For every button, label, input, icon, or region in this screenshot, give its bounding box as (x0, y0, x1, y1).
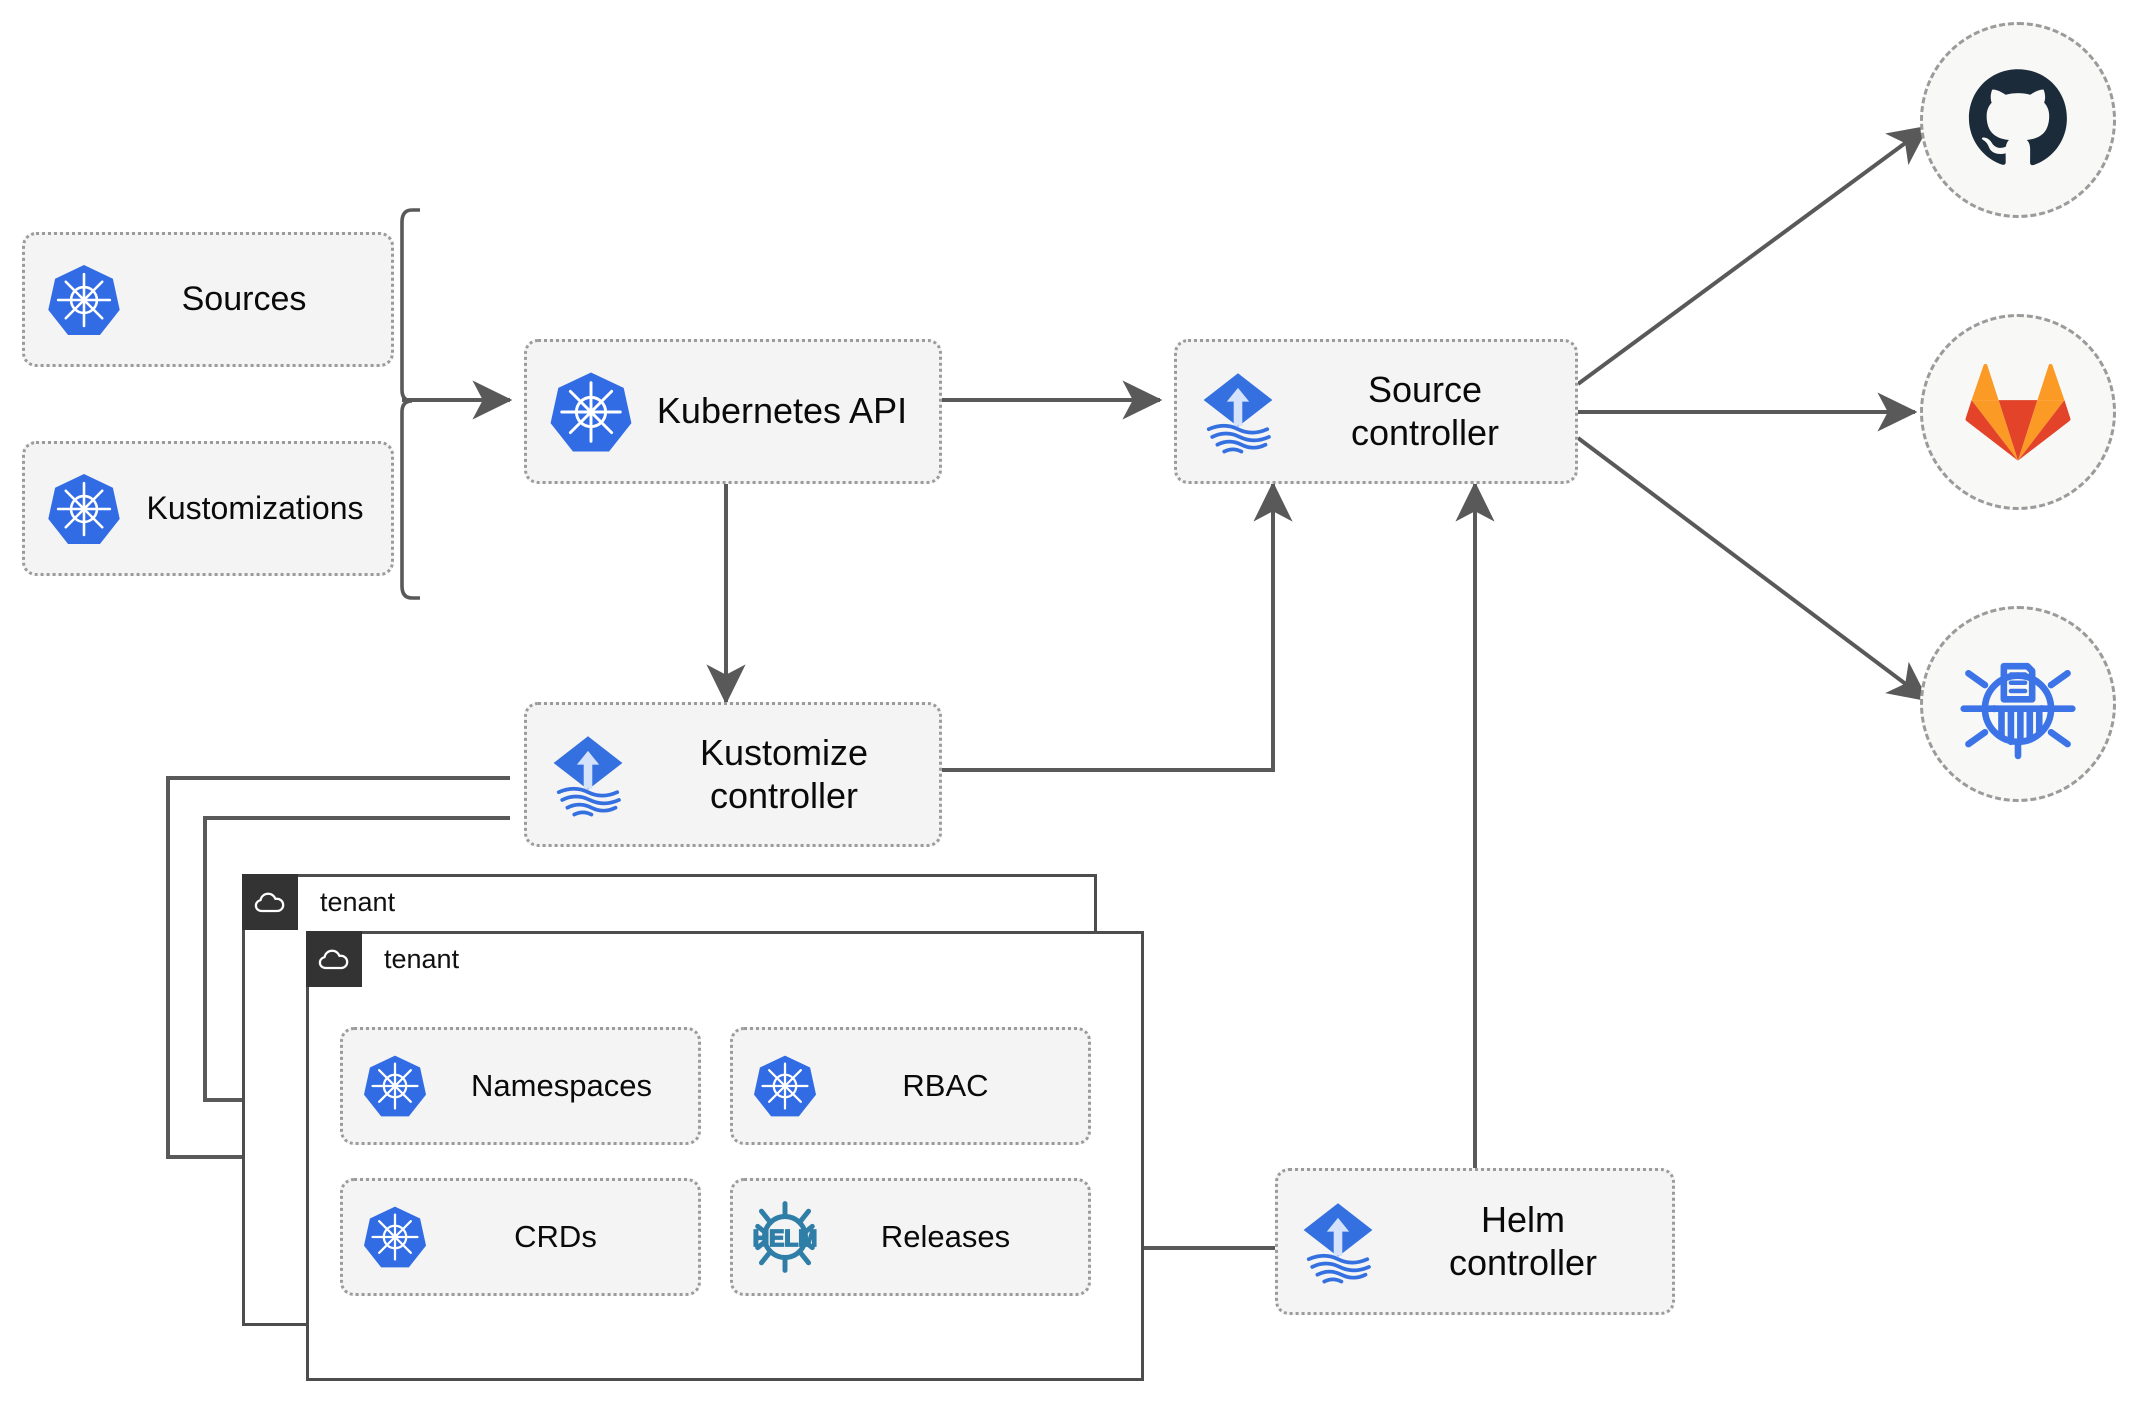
endpoint-github[interactable] (1920, 22, 2116, 218)
gitlab-icon (1965, 363, 2071, 461)
tenant-label: tenant (320, 886, 396, 917)
kubernetes-icon (343, 1053, 447, 1119)
endpoint-bucket[interactable] (1920, 606, 2116, 802)
cloud-icon (242, 874, 298, 930)
edge-kustomize-to-source (942, 481, 1293, 772)
node-kustomize-controller[interactable]: Kustomize controller (524, 702, 942, 847)
github-icon (1968, 69, 2067, 166)
node-helm-controller[interactable]: Helm controller (1275, 1168, 1675, 1315)
kubernetes-icon (25, 262, 143, 338)
node-label: CRDs (514, 1218, 597, 1254)
node-label: Kustomizations (146, 489, 364, 526)
node-label: Sources (181, 280, 307, 319)
flux-icon (527, 732, 649, 818)
bucket-icon (1960, 662, 2076, 760)
edge-source-to-bucket (1576, 436, 1929, 702)
edge-source-to-github (1576, 125, 1929, 386)
kubernetes-icon (343, 1204, 447, 1270)
endpoint-gitlab[interactable] (1920, 314, 2116, 510)
node-releases[interactable]: HELM Releases (730, 1178, 1091, 1296)
node-label: RBAC (902, 1067, 989, 1103)
node-label: Namespaces (471, 1067, 652, 1103)
resources-bracket (400, 208, 420, 600)
kubernetes-icon (733, 1053, 837, 1119)
node-source-controller[interactable]: Source controller (1174, 339, 1578, 484)
svg-text:HELM: HELM (753, 1225, 818, 1251)
node-namespaces[interactable]: Namespaces (340, 1027, 701, 1145)
node-sources[interactable]: Sources (22, 232, 394, 367)
node-rbac[interactable]: RBAC (730, 1027, 1091, 1145)
tenant-container-inner[interactable] (306, 931, 1144, 1381)
node-label: Helm controller (1448, 1199, 1598, 1283)
flux-icon (1177, 369, 1299, 455)
helm-icon: HELM (733, 1199, 837, 1275)
node-crds[interactable]: CRDs (340, 1178, 701, 1296)
node-label: Kustomize controller (699, 732, 869, 816)
cloud-icon (306, 931, 362, 987)
tenant-header-inner: tenant (306, 931, 459, 987)
node-kustomizations[interactable]: Kustomizations (22, 441, 394, 576)
node-label: Source controller (1350, 369, 1500, 453)
tenant-label: tenant (384, 943, 460, 974)
tenant-header-outer: tenant (242, 874, 395, 930)
flux-icon (1278, 1199, 1398, 1285)
kubernetes-icon (25, 471, 143, 547)
node-kubernetes-api[interactable]: Kubernetes API (524, 339, 942, 484)
node-label: Releases (880, 1218, 1011, 1254)
kubernetes-icon (527, 369, 655, 455)
node-label: Kubernetes API (656, 390, 908, 432)
